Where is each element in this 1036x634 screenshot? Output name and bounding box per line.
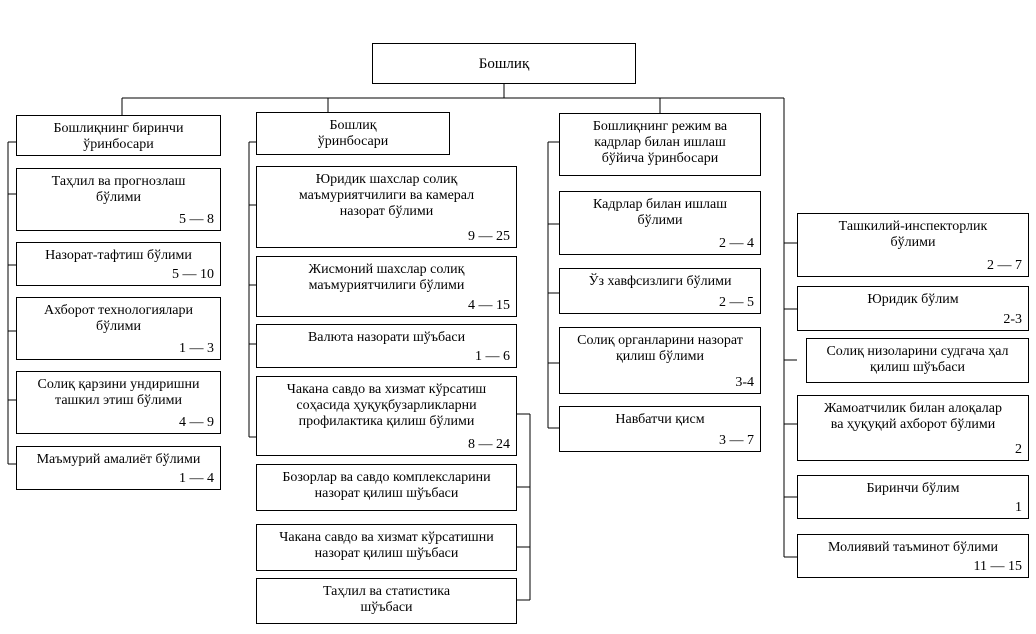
unit-staff: 9 — 25 xyxy=(468,229,510,244)
unit-name: Навбатчи қисм xyxy=(615,412,705,427)
unit-staff: 4 — 15 xyxy=(468,298,510,313)
unit-staff: 2 — 5 xyxy=(719,295,754,310)
unit-staff: 2 — 4 xyxy=(719,236,754,251)
unit-staff: 5 — 10 xyxy=(172,267,214,282)
deputy-box: Бошлиқ ўринбосари xyxy=(256,112,450,155)
unit-name: Жисмоний шахслар солиқ маъмуриятчилиги б… xyxy=(308,262,465,293)
unit-name: Солиқ қарзини ундиришни ташкил этиш бўли… xyxy=(37,377,200,408)
deputy-regime-box: Бошлиқнинг режим ва кадрлар билан ишлаш … xyxy=(559,113,761,176)
unit-staff: 1 — 4 xyxy=(179,471,214,486)
unit-staff: 1 — 3 xyxy=(179,341,214,356)
unit-box: Ахборот технологиялари бўлими 1 — 3 xyxy=(16,297,221,360)
deputy-first-title: Бошлиқнинг биринчи ўринбосари xyxy=(53,121,184,152)
unit-box: Ўз хавфсизлиги бўлими 2 — 5 xyxy=(559,268,761,314)
unit-box: Солиқ низоларини судгача ҳал қилиш шўъба… xyxy=(806,338,1029,383)
unit-name: Жамоатчилик билан алоқалар ва ҳуқуқий ах… xyxy=(823,401,1003,432)
unit-name: Чакана савдо ва хизмат кўрсатишни назора… xyxy=(279,530,494,561)
unit-box: Чакана савдо ва хизмат кўрсатиш соҳасида… xyxy=(256,376,517,456)
unit-name: Солиқ низоларини судгача ҳал қилиш шўъба… xyxy=(826,344,1009,375)
unit-box: Бозорлар ва савдо комплексларини назорат… xyxy=(256,464,517,511)
unit-staff: 2 xyxy=(1015,442,1022,457)
unit-name: Таҳлил ва статистика шўъбаси xyxy=(322,584,451,615)
unit-name: Валюта назорати шўъбаси xyxy=(307,330,466,345)
unit-box: Биринчи бўлим 1 xyxy=(797,475,1029,519)
unit-box: Таҳлил ва статистика шўъбаси xyxy=(256,578,517,624)
unit-box: Солиқ қарзини ундиришни ташкил этиш бўли… xyxy=(16,371,221,434)
unit-name: Юридик бўлим xyxy=(867,292,959,307)
unit-box: Назорат-тафтиш бўлими 5 — 10 xyxy=(16,242,221,286)
unit-staff: 3-4 xyxy=(735,375,754,390)
unit-box: Навбатчи қисм 3 — 7 xyxy=(559,406,761,452)
unit-name: Ўз хавфсизлиги бўлими xyxy=(588,274,732,289)
unit-box: Жисмоний шахслар солиқ маъмуриятчилиги б… xyxy=(256,256,517,317)
unit-box: Маъмурий амалиёт бўлими 1 — 4 xyxy=(16,446,221,490)
unit-name: Бозорлар ва савдо комплексларини назорат… xyxy=(282,470,491,501)
unit-staff: 11 — 15 xyxy=(973,559,1022,574)
unit-staff: 2-3 xyxy=(1003,312,1022,327)
unit-box: Ташкилий-инспекторлик бўлими 2 — 7 xyxy=(797,213,1029,277)
deputy-first-box: Бошлиқнинг биринчи ўринбосари xyxy=(16,115,221,156)
unit-name: Биринчи бўлим xyxy=(866,481,960,496)
unit-box: Таҳлил ва прогнозлаш бўлими 5 — 8 xyxy=(16,168,221,231)
unit-name: Назорат-тафтиш бўлими xyxy=(45,248,192,263)
unit-name: Юридик шахслар солиқ маъмуриятчилиги ва … xyxy=(298,172,475,219)
unit-name: Маъмурий амалиёт бўлими xyxy=(36,452,201,467)
unit-staff: 1 — 6 xyxy=(475,349,510,364)
unit-box: Солиқ органларини назорат қилиш бўлими 3… xyxy=(559,327,761,394)
unit-box: Молиявий таъминот бўлими 11 — 15 xyxy=(797,534,1029,578)
unit-box: Чакана савдо ва хизмат кўрсатишни назора… xyxy=(256,524,517,571)
head-box: Бошлиқ xyxy=(372,43,636,84)
unit-name: Таҳлил ва прогнозлаш бўлими xyxy=(51,174,186,205)
unit-box: Жамоатчилик билан алоқалар ва ҳуқуқий ах… xyxy=(797,395,1029,461)
unit-staff: 1 xyxy=(1015,500,1022,515)
unit-staff: 5 — 8 xyxy=(179,212,214,227)
unit-staff: 8 — 24 xyxy=(468,437,510,452)
deputy-regime-title: Бошлиқнинг режим ва кадрлар билан ишлаш … xyxy=(592,119,728,166)
unit-staff: 4 — 9 xyxy=(179,415,214,430)
unit-name: Ташкилий-инспекторлик бўлими xyxy=(838,219,988,250)
head-title: Бошлиқ xyxy=(478,56,530,72)
deputy-title: Бошлиқ ўринбосари xyxy=(317,118,389,149)
unit-name: Молиявий таъминот бўлими xyxy=(828,540,998,555)
unit-staff: 3 — 7 xyxy=(719,433,754,448)
unit-staff: 2 — 7 xyxy=(987,258,1022,273)
unit-name: Кадрлар билан ишлаш бўлими xyxy=(592,197,728,228)
unit-name: Солиқ органларини назорат қилиш бўлими xyxy=(577,333,743,364)
unit-box: Юридик шахслар солиқ маъмуриятчилиги ва … xyxy=(256,166,517,248)
unit-box: Валюта назорати шўъбаси 1 — 6 xyxy=(256,324,517,368)
unit-box: Юридик бўлим 2-3 xyxy=(797,286,1029,331)
unit-box: Кадрлар билан ишлаш бўлими 2 — 4 xyxy=(559,191,761,255)
unit-name: Ахборот технологиялари бўлими xyxy=(44,303,193,334)
unit-name: Чакана савдо ва хизмат кўрсатиш соҳасида… xyxy=(286,382,487,429)
